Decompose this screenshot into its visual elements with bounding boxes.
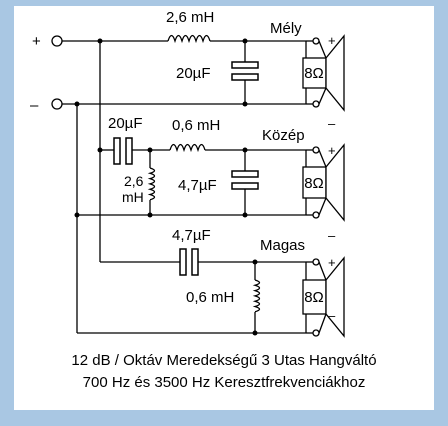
input-plus-terminal xyxy=(51,35,63,47)
mid-speaker xyxy=(302,143,345,222)
mid-wiring xyxy=(147,147,307,218)
mid-shunt-inductor-unit: mH xyxy=(122,189,144,205)
mid-series-inductor-label: 0,6 mH xyxy=(172,117,220,134)
mid-shunt-cap-label: 4,7µF xyxy=(178,177,217,194)
high-inductor-label: 0,6 mH xyxy=(186,289,234,306)
low-capacitor xyxy=(231,41,259,104)
main-wiring xyxy=(62,38,307,334)
input-plus-label: + xyxy=(32,33,41,50)
mid-speaker-minus: – xyxy=(328,228,336,243)
low-speaker-plus: + xyxy=(328,33,336,48)
diagram-panel: + – 2,6 mH Mély 20µF xyxy=(14,6,434,410)
low-inductor-label: 2,6 mH xyxy=(166,9,214,26)
low-inductor xyxy=(167,34,211,44)
caption-line-1: 12 dB / Oktáv Meredekségű 3 Utas Hangvál… xyxy=(71,352,376,369)
low-section-label: Mély xyxy=(270,20,302,37)
high-section-label: Magas xyxy=(260,237,305,254)
high-speaker-plus: + xyxy=(328,255,336,270)
high-inductor xyxy=(252,279,261,313)
high-capacitor xyxy=(179,248,199,276)
low-speaker-impedance: 8Ω xyxy=(304,65,324,82)
mid-series-cap-label: 20µF xyxy=(108,115,143,132)
mid-speaker-plus: + xyxy=(328,143,336,158)
mid-shunt-inductor xyxy=(147,167,156,201)
high-speaker-impedance: 8Ω xyxy=(304,289,324,306)
low-capacitor-label: 20µF xyxy=(176,65,211,82)
input-minus-terminal xyxy=(51,98,63,110)
high-capacitor-label: 4,7µF xyxy=(172,227,211,244)
mid-series-capacitor xyxy=(100,137,170,165)
mid-shunt-inductor-value: 2,6 xyxy=(124,173,144,189)
low-speaker-minus: – xyxy=(328,116,336,131)
mid-series-inductor xyxy=(169,143,206,153)
mid-speaker-impedance: 8Ω xyxy=(304,175,324,192)
mid-section-label: Közép xyxy=(262,127,305,144)
crossover-schematic: + – 2,6 mH Mély 20µF xyxy=(30,9,377,391)
high-speaker xyxy=(302,256,345,338)
high-speaker-minus: – xyxy=(328,308,336,323)
input-minus-label: – xyxy=(30,97,39,114)
low-speaker xyxy=(302,34,345,112)
caption-line-2: 700 Hz és 3500 Hz Keresztfrekvenciákhoz xyxy=(83,374,366,391)
mid-shunt-capacitor xyxy=(231,150,259,215)
